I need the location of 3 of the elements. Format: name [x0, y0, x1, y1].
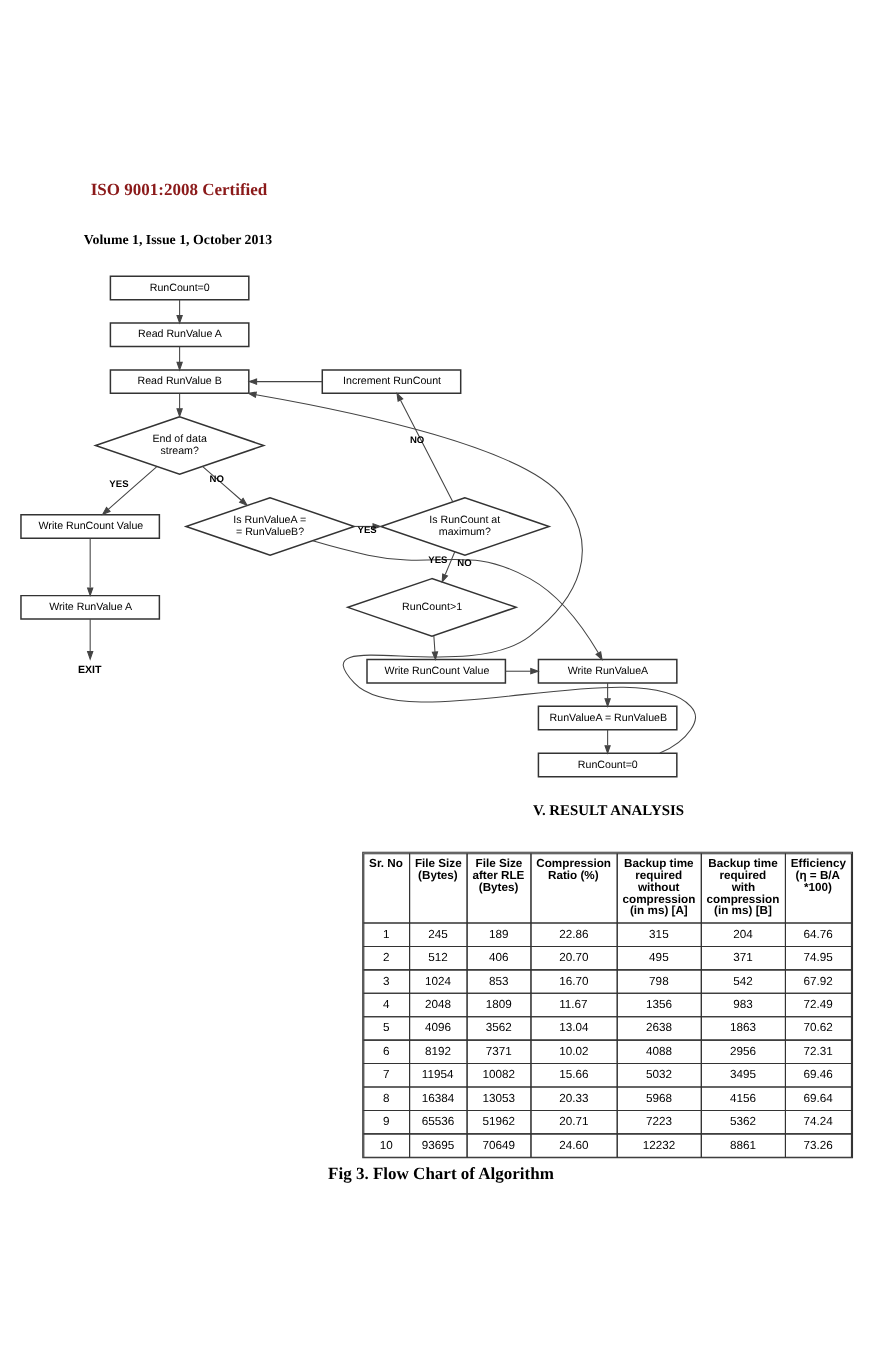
label: V. RESULT ANALYSIS	[533, 801, 684, 820]
caption: Fig 3. Flow Chart of Algorithm	[328, 1162, 554, 1183]
label: ISO 9001:2008 Certified	[90, 179, 268, 200]
